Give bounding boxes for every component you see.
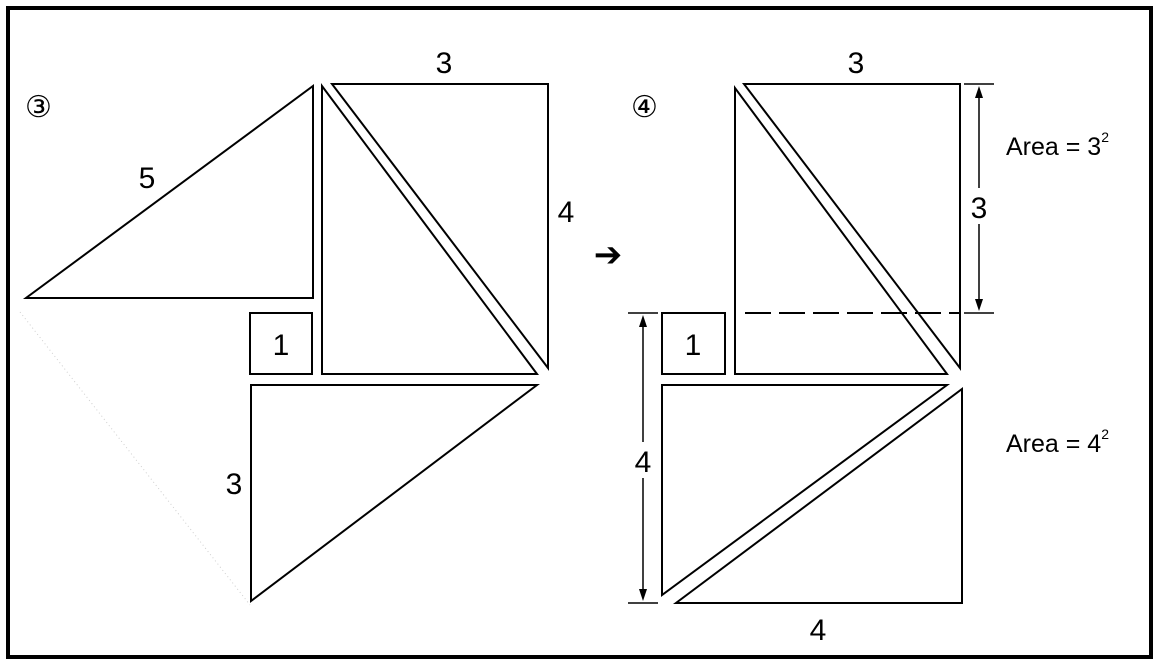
step-3-marker: ③ [25, 91, 52, 124]
area-lower-text: Area = 4 [1006, 430, 1101, 458]
left-panel: ③ 5 3 4 1 3 [19, 47, 575, 606]
right-upper-triangle-left [734, 84, 949, 375]
label-hypotenuse-5: 5 [139, 162, 156, 195]
area-upper-exponent: 2 [1101, 129, 1109, 145]
right-lower-triangle-left [661, 384, 951, 597]
area-label-upper: Area = 32 [1006, 129, 1109, 161]
right-arrow-icon: ➔ [594, 236, 623, 274]
faint-guide-line [19, 311, 251, 606]
label-left-square-1: 1 [273, 329, 290, 362]
label-right-bottom-4: 4 [810, 614, 827, 647]
right-unit-square [661, 312, 726, 375]
left-triangle-right [329, 83, 549, 371]
label-left-top-3: 3 [436, 47, 453, 80]
left-triangle-top [22, 84, 314, 299]
right-lower-triangle-right [672, 387, 963, 604]
area-lower-exponent: 2 [1101, 426, 1109, 442]
dimension-label-backdrop [964, 188, 994, 224]
dimension-label-backdrop [628, 442, 658, 478]
left-unit-square [249, 312, 313, 375]
left-triangle-middle [321, 82, 539, 375]
left-triangle-bottom [250, 384, 540, 604]
step-4-marker: ④ [631, 91, 658, 124]
label-right-top-3: 3 [848, 47, 865, 80]
label-right-upper-3: 3 [971, 192, 988, 225]
right-panel: ④ 3 4 3 1 4 [628, 47, 1109, 647]
label-right-square-1: 1 [685, 329, 702, 362]
right-upper-triangle-right [741, 83, 961, 371]
label-left-lower-3: 3 [226, 468, 243, 501]
area-label-lower: Area = 42 [1006, 426, 1109, 458]
area-upper-text: Area = 3 [1006, 133, 1101, 161]
label-left-right-4: 4 [558, 196, 575, 229]
label-right-lower-4: 4 [635, 446, 652, 479]
